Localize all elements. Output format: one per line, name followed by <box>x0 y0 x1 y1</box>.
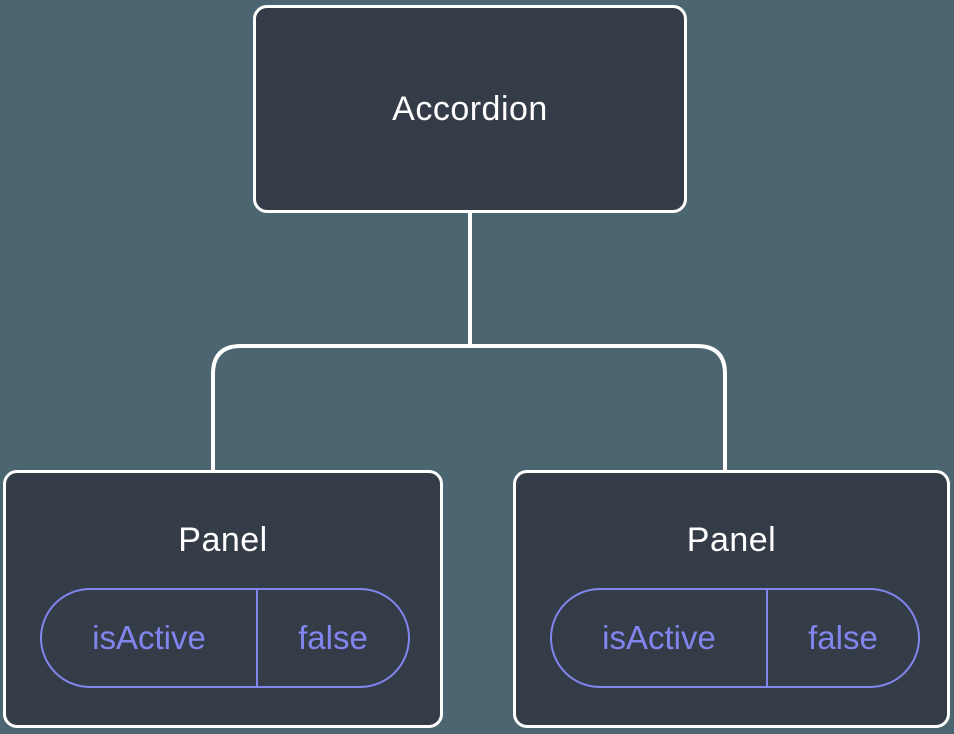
state-name: isActive <box>552 590 768 686</box>
state-name: isActive <box>42 590 258 686</box>
panel-node-left: Panel isActive false <box>3 470 443 728</box>
state-value: false <box>808 619 878 656</box>
panel-node-label: Panel <box>178 521 268 559</box>
state-value: false <box>298 619 368 656</box>
accordion-node-label: Accordion <box>392 89 548 128</box>
state-pill: isActive false <box>40 588 410 688</box>
panel-node-right: Panel isActive false <box>513 470 950 728</box>
state-pill: isActive false <box>550 588 920 688</box>
panel-node-label: Panel <box>686 521 777 559</box>
accordion-node: Accordion <box>253 5 687 213</box>
connector-branch <box>211 344 727 472</box>
